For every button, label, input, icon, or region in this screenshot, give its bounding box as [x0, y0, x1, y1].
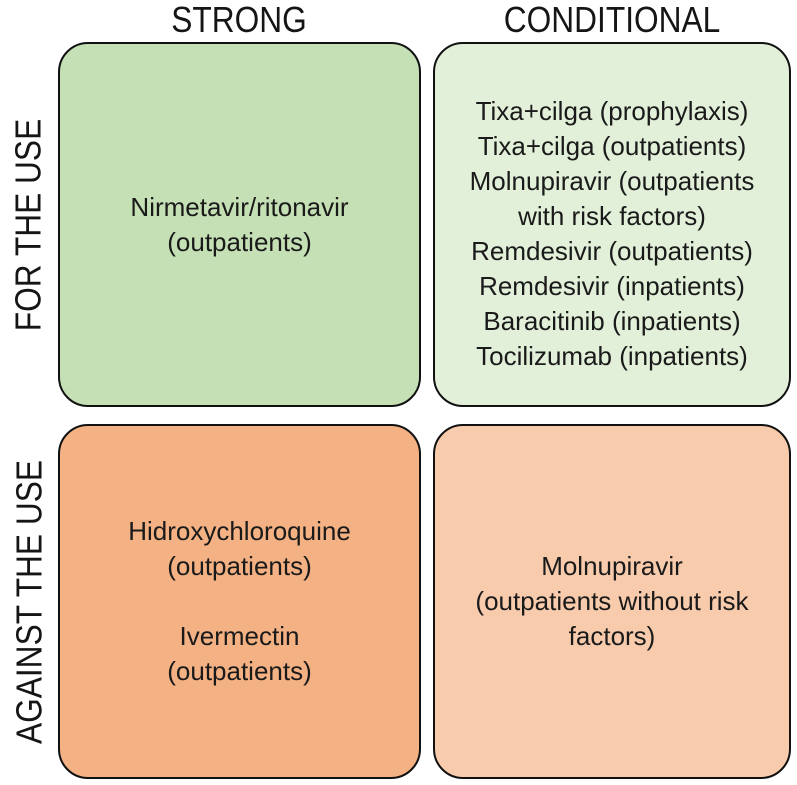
treatment-entry: Nirmetavir/ritonavir (outpatients): [72, 190, 407, 260]
treatment-entry: Ivermectin (outpatients): [72, 619, 407, 689]
quadrant-strong-for: Nirmetavir/ritonavir (outpatients): [58, 42, 421, 407]
treatment-item: Tocilizumab (inpatients): [476, 340, 748, 371]
treatment-item: Tixa+cilga (outpatients): [477, 130, 747, 161]
column-header-strong: STRONG: [58, 0, 421, 40]
row-header-against-the-use: AGAINST THE USE: [0, 424, 58, 779]
row-header-for-the-use: FOR THE USE: [0, 42, 58, 407]
column-header-strong-label: STRONG: [171, 0, 308, 40]
treatment-detail: (outpatients): [167, 551, 312, 581]
treatment-detail: (outpatients): [167, 226, 312, 257]
quadrant-conditional-for: Tixa+cilga (prophylaxis) Tixa+cilga (out…: [433, 42, 791, 407]
row-header-against-the-use-label: AGAINST THE USE: [8, 459, 50, 744]
row-header-for-the-use-label: FOR THE USE: [8, 118, 49, 331]
column-header-conditional: CONDITIONAL: [433, 0, 791, 40]
treatment-item: Molnupiravir (outpatients with risk fact…: [469, 165, 755, 231]
treatment-item: Remdesivir (outpatients): [471, 235, 753, 266]
treatment-item: Tixa+cilga (prophylaxis): [475, 95, 749, 126]
quadrant-conditional-against: Molnupiravir (outpatients without risk f…: [433, 424, 791, 779]
treatment-item: Remdesivir (inpatients): [479, 270, 745, 301]
treatment-detail: (outpatients): [167, 656, 312, 686]
quadrant-strong-against: Hidroxychloroquine (outpatients) Ivermec…: [58, 424, 421, 779]
treatment-name: Ivermectin: [179, 621, 300, 651]
treatment-entry: Molnupiravir (outpatients without risk f…: [447, 549, 777, 654]
treatment-name: Hidroxychloroquine: [128, 516, 351, 546]
treatment-name: Molnupiravir: [541, 551, 683, 581]
treatment-item: Baracitinib (inpatients): [483, 305, 741, 336]
treatment-name: Nirmetavir/ritonavir: [130, 191, 349, 222]
treatment-detail: (outpatients without risk factors): [475, 586, 749, 651]
treatment-entry: Hidroxychloroquine (outpatients): [72, 514, 407, 584]
column-header-conditional-label: CONDITIONAL: [503, 0, 721, 40]
